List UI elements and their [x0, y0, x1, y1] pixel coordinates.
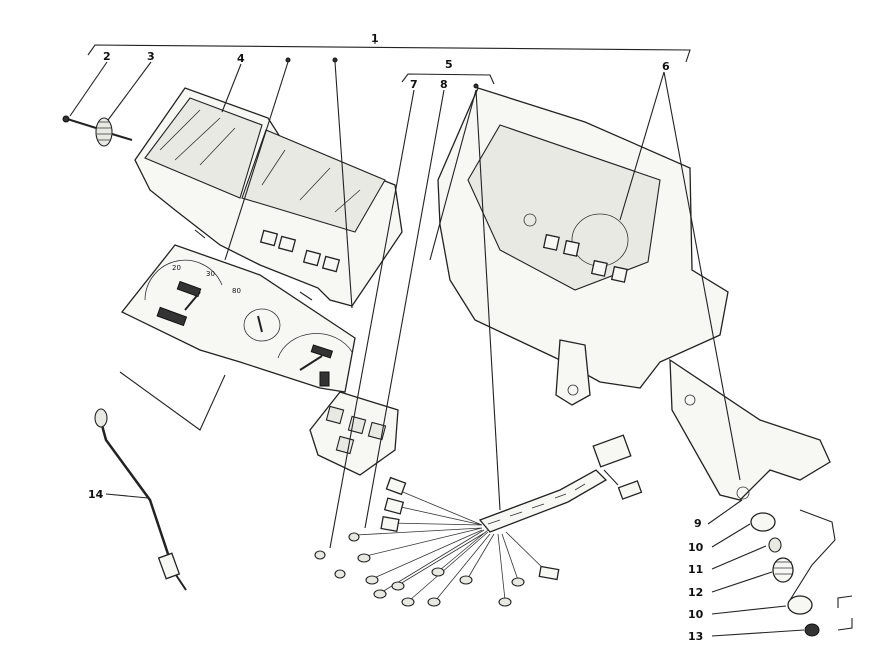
- label-13: 13: [688, 630, 703, 643]
- grommet-12: [772, 557, 794, 583]
- callout-labels: 1 2 3 4 5 6 7 8 9 10 11 12 10 13 14: [88, 32, 704, 643]
- connector-block: [309, 391, 399, 476]
- label-3: 3: [147, 50, 155, 63]
- gauge-label-low: 20: [172, 264, 181, 272]
- instrument-housing: [134, 87, 403, 307]
- label-9: 9: [694, 517, 702, 530]
- label-10-lower: 10: [688, 608, 704, 621]
- label-1: 1: [371, 32, 379, 45]
- speedometer-cable: [94, 408, 187, 591]
- instrument-face-plate: 20 30 80: [120, 244, 356, 393]
- label-10-upper: 10: [688, 541, 704, 554]
- label-2: 2: [103, 50, 111, 63]
- rear-cover-housing: [437, 87, 831, 501]
- spacer-11: [768, 537, 782, 553]
- label-6: 6: [662, 60, 670, 73]
- bracket-assembly-5: [401, 73, 495, 85]
- washer-10a: [750, 512, 776, 532]
- washer-10b: [787, 595, 813, 615]
- screw-part-2: [62, 115, 97, 129]
- bracket-assembly-1: [87, 38, 691, 63]
- label-5: 5: [445, 58, 453, 71]
- gauge-label-mid: 30: [206, 270, 215, 278]
- knob-part-3: [95, 117, 133, 147]
- label-11: 11: [688, 563, 703, 576]
- label-12: 12: [688, 586, 703, 599]
- leader-lines: [69, 61, 805, 637]
- label-7: 7: [410, 78, 418, 91]
- label-14: 14: [88, 488, 104, 501]
- leader-dots: [285, 57, 479, 89]
- gauge-label-right: 80: [232, 287, 241, 295]
- label-8: 8: [440, 78, 448, 91]
- wiring-harness: [314, 434, 643, 607]
- label-4: 4: [237, 52, 245, 65]
- hardware-stack: [750, 509, 853, 637]
- nut-13: [804, 623, 820, 637]
